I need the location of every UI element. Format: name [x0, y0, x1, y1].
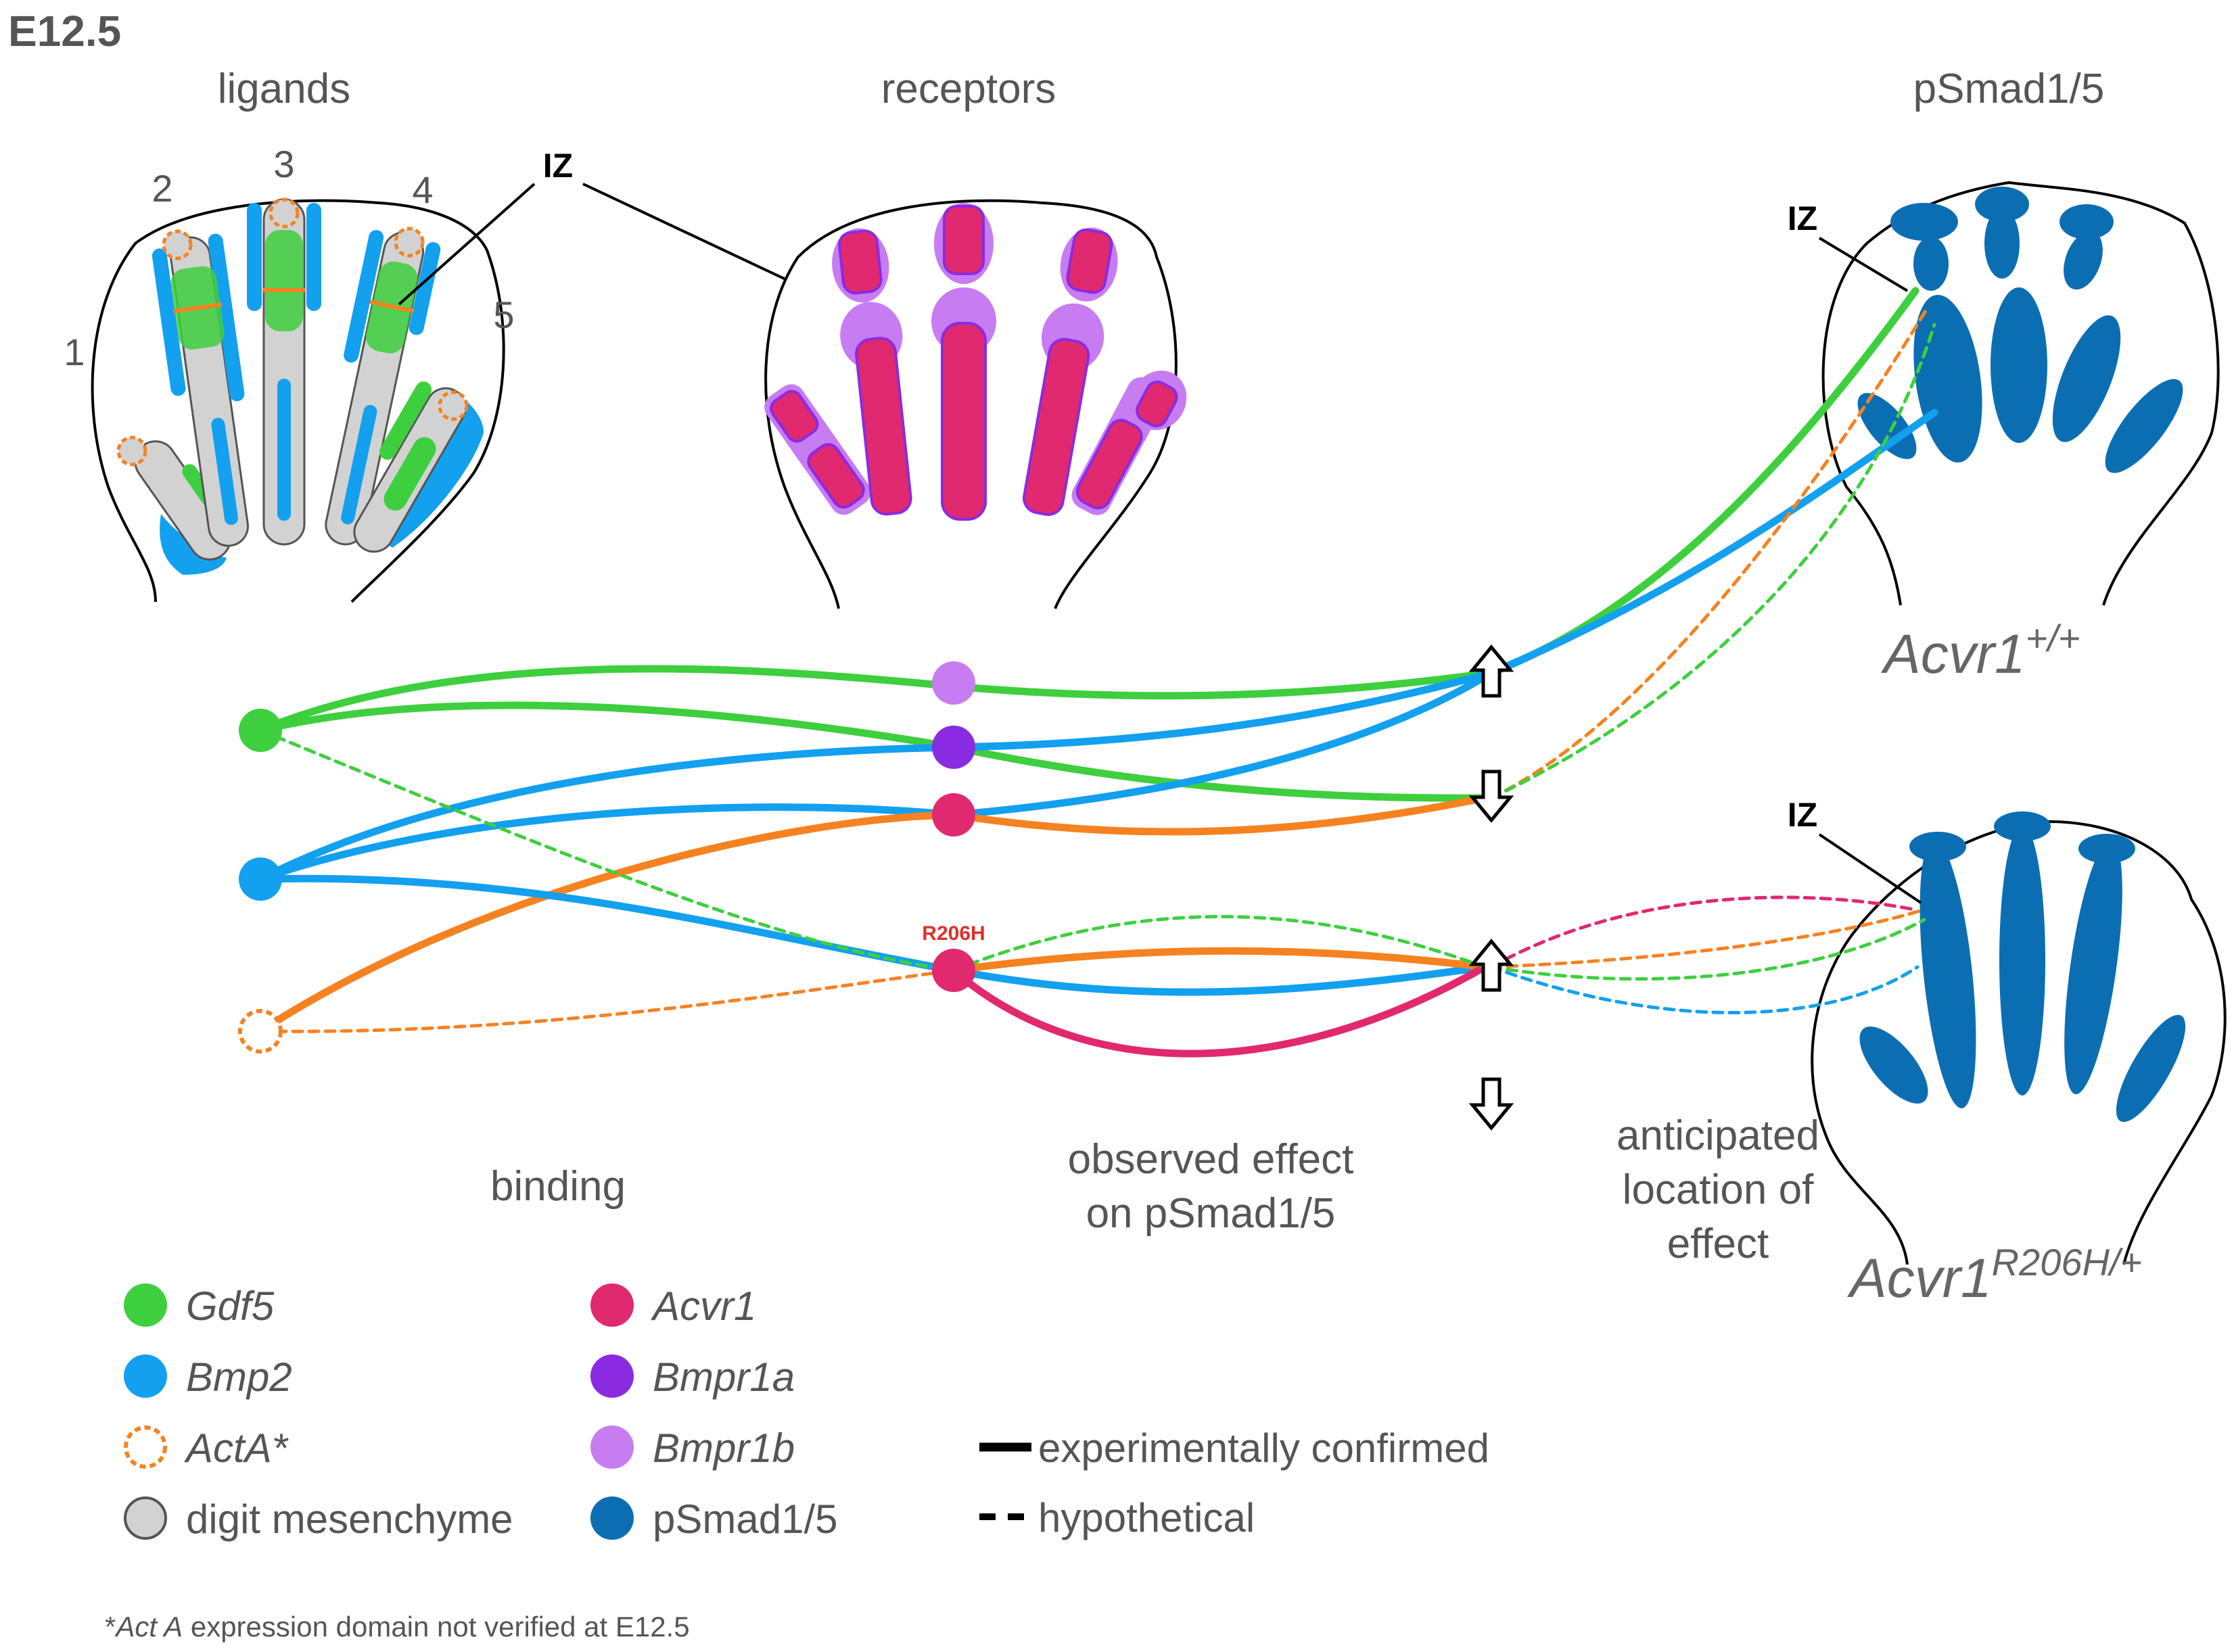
digit-5: [353, 381, 467, 553]
path-acta-acvr1r206h-mut-up: [950, 947, 1489, 974]
legend-swatch-bmpr1a: [590, 1354, 634, 1398]
acta-domain-d4: [394, 227, 425, 258]
receptors-limb: [764, 199, 1187, 609]
node-bmpr1a: [932, 726, 975, 769]
digit-3: [247, 198, 321, 546]
path-acta-acvr1r206h-hypothetical: [258, 968, 956, 1033]
iz-pointer-ligands: [398, 183, 536, 306]
iz-label-mut: IZ: [1788, 796, 1817, 834]
path-wt-down-to-iz-gdf5: [1489, 323, 1936, 800]
legend-swatch-psmad: [590, 1496, 634, 1540]
legend-swatch-acvr1: [590, 1283, 634, 1327]
heading-psmad: pSmad1/5: [1913, 66, 2105, 112]
legend-swatch-mesenchyme: [124, 1496, 167, 1540]
caption-observed-2: on pSmad1/5: [1086, 1190, 1336, 1237]
digit-number-1: 1: [64, 331, 85, 373]
legend-swatch-bmpr1b: [590, 1425, 634, 1469]
iz-label-wt: IZ: [1788, 199, 1817, 237]
receptor-digit-1: [764, 384, 871, 515]
node-acvr1: [932, 793, 975, 836]
arrow-down-wt: [1468, 770, 1514, 823]
legend-label-acvr1: Acvr1: [651, 1283, 756, 1329]
legend-label-bmp2: Bmp2: [186, 1354, 292, 1400]
arrow-up-wt: [1468, 644, 1514, 698]
footnote: *Act A expression domain not verified at…: [105, 1611, 690, 1643]
receptor-digit-5: [1071, 371, 1187, 515]
digit-number-2: 2: [152, 167, 172, 210]
path-mut-to-iz-bmp2: [1489, 965, 1919, 1014]
digit-number-3: 3: [273, 143, 294, 185]
legend-label-bmpr1a: Bmpr1a: [653, 1354, 795, 1400]
legend-label-hypothetical: hypothetical: [1038, 1495, 1255, 1540]
caption-binding: binding: [490, 1163, 626, 1210]
legend-label-gdf5: Gdf5: [186, 1283, 275, 1329]
path-wt-down-to-iz-acta: [1489, 306, 1930, 800]
iz-label-top: IZ: [543, 147, 573, 185]
receptor-digit-3: [931, 203, 996, 521]
heading-ligands: ligands: [218, 66, 350, 112]
path-mut-to-iz-acvr1: [1489, 895, 1916, 969]
path-mut-to-iz-gdf5: [1489, 918, 1926, 981]
node-gdf5: [239, 709, 282, 752]
genotype-mut: Acvr1R206H/+: [1846, 1241, 2142, 1309]
receptor-digit-2: [832, 228, 912, 516]
legend-swatch-bmp2: [124, 1354, 167, 1398]
node-bmp2: [239, 857, 282, 901]
receptor-digit-4: [1022, 227, 1118, 516]
genotype-wt: Acvr1+/+: [1880, 617, 2080, 685]
acta-domain-d2: [162, 229, 193, 260]
stage-label: E12.5: [8, 7, 121, 55]
legend-swatch-acta: [124, 1425, 167, 1469]
caption-anticipated-1: anticipated: [1616, 1112, 1819, 1159]
digit-number-5: 5: [493, 293, 514, 336]
legend-swatch-gdf5: [124, 1283, 167, 1327]
path-wt-up-to-iz-bmp2: [1487, 408, 1938, 677]
path-acta-acvr1-wt-down: [256, 794, 1489, 1035]
legend-label-bmpr1b: Bmpr1b: [653, 1425, 795, 1471]
legend-label-psmad: pSmad1/5: [653, 1496, 838, 1542]
digit-4: [325, 230, 441, 546]
path-gdf5-r206h-mut-hypothetical: [952, 915, 1487, 972]
acta-domain-d5: [438, 390, 469, 421]
node-acvr1-r206h: [932, 949, 975, 992]
heading-receptors: receptors: [881, 66, 1056, 112]
digit-2: [152, 233, 250, 547]
iz-pointer-mut: [1818, 833, 1922, 904]
acta-domain-d3: [269, 197, 300, 229]
legend-label-acta: ActA*: [184, 1425, 289, 1471]
psmad-wt-limb: [1821, 181, 2220, 606]
caption-anticipated-2: location of: [1623, 1166, 1814, 1213]
digit-number-4: 4: [412, 168, 433, 211]
caption-observed-1: observed effect: [1068, 1136, 1354, 1183]
arrow-down-mut: [1468, 1077, 1514, 1131]
psmad-mut-limb: [1811, 811, 2227, 1265]
ligands-limb: 1 2 3 4 5: [64, 143, 515, 603]
node-acta: [238, 1009, 283, 1054]
path-mut-to-iz-acta: [1489, 907, 1926, 969]
acta-domain-d1: [116, 435, 147, 467]
legend-label-confirmed: experimentally confirmed: [1038, 1425, 1489, 1471]
mutation-label: R206H: [922, 922, 985, 945]
iz-pointer-wt: [1818, 237, 1909, 292]
legend-label-mesenchyme: digit mesenchyme: [186, 1496, 513, 1542]
path-acvr1r206h-constitutive: [950, 963, 1489, 1058]
arrow-up-mut: [1468, 939, 1514, 992]
legend: Gdf5 Bmp2 ActA* digit mesenchyme Acvr1 B…: [124, 1283, 1489, 1542]
path-gdf5-bmpr1b-wt-up: [256, 665, 1495, 734]
path-gdf5-acvr1r206h-hypothetical: [258, 728, 956, 972]
node-bmpr1b: [932, 661, 975, 705]
caption-anticipated-3: effect: [1667, 1221, 1769, 1267]
